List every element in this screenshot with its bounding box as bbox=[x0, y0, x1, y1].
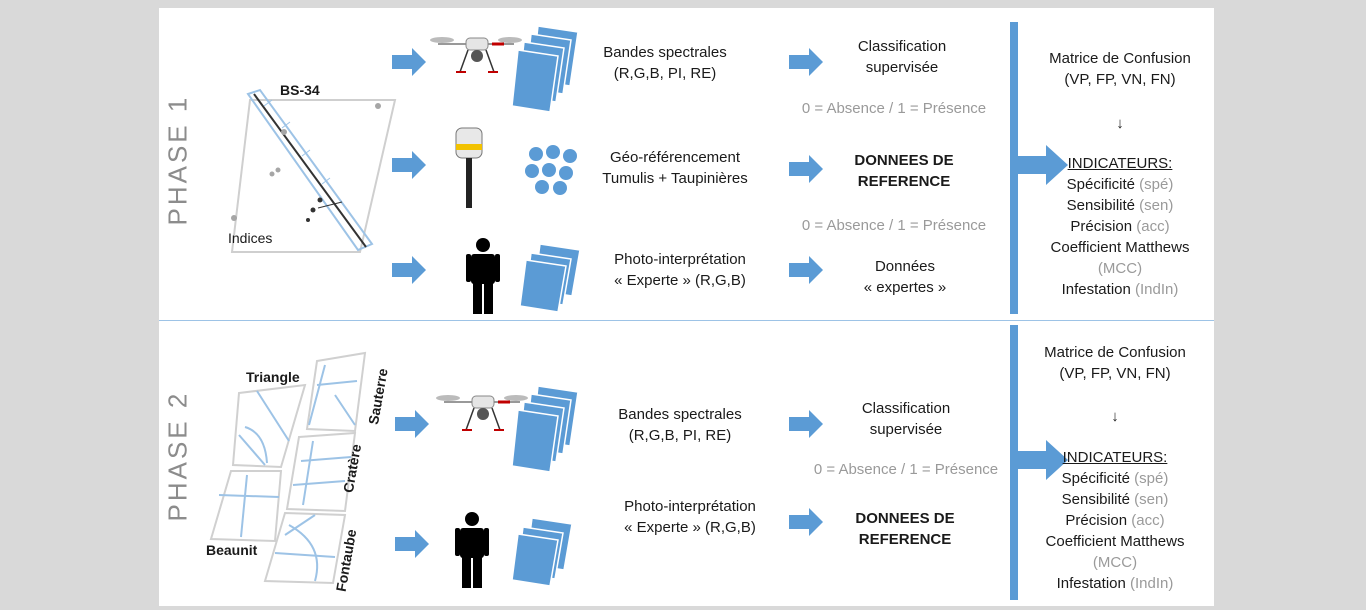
phase2-arrow-result1 bbox=[789, 410, 823, 438]
phase1-row3-source: Photo-interprétation « Experte » (R,G,B) bbox=[614, 251, 746, 289]
indicator-item: Coefficient Matthews bbox=[1045, 533, 1185, 550]
indicator-item: Sensibilité (sen) bbox=[1061, 491, 1169, 508]
phase1-coding-1: 0 = Absence / 1 = Présence bbox=[801, 100, 987, 117]
phase1-site-map bbox=[230, 88, 397, 253]
phase2-site-map bbox=[209, 351, 367, 585]
phase1-arrow-row2 bbox=[392, 151, 426, 179]
phase1-row3-result: Données « expertes » bbox=[863, 258, 947, 296]
site-beaunit: Beaunit bbox=[206, 542, 258, 558]
indicator-item: Précision (acc) bbox=[1070, 218, 1170, 235]
phase2-indicators: INDICATEURS: Spécificité (spé) Sensibili… bbox=[1046, 447, 1185, 594]
phase2-confusion-matrix: Matrice de Confusion (VP, FP, VN, FN) bbox=[1044, 344, 1186, 382]
indicators-title: INDICATEURS: bbox=[1067, 155, 1173, 172]
image-stack-icon bbox=[511, 25, 579, 113]
phase2-label: PHASE 2 bbox=[162, 390, 193, 522]
indicator-item: (MCC) bbox=[1092, 554, 1138, 571]
indicator-item: Infestation (IndIn) bbox=[1061, 281, 1179, 298]
indicator-item: Spécificité (spé) bbox=[1061, 470, 1169, 487]
phase2-row2-source: Photo-interprétation « Experte » (R,G,B) bbox=[624, 498, 756, 536]
phase2-row2-result: DONNEES DE REFERENCE bbox=[855, 510, 955, 548]
points-cluster-icon bbox=[525, 145, 577, 195]
arrow-down-icon: ↓ bbox=[1111, 408, 1119, 425]
drone-icon bbox=[436, 395, 528, 431]
phase1-row1-source: Bandes spectrales (R,G,B, PI, RE) bbox=[603, 44, 727, 82]
phase2-arrow-row2 bbox=[395, 530, 429, 558]
phase1-row2-source: Géo-référencement Tumulis + Taupinières bbox=[602, 149, 748, 187]
phase2-coding: 0 = Absence / 1 = Présence bbox=[813, 461, 999, 478]
phase1-label: PHASE 1 bbox=[162, 94, 193, 226]
phase2-arrow-indicators bbox=[1014, 440, 1068, 480]
phase-divider bbox=[159, 320, 1214, 321]
indicator-item: Spécificité (spé) bbox=[1066, 176, 1174, 193]
image-stack-icon bbox=[519, 243, 581, 313]
indicator-item: (MCC) bbox=[1097, 260, 1143, 277]
gps-receiver-icon bbox=[455, 127, 483, 208]
phase1-indices-label: Indices bbox=[228, 230, 273, 246]
phase2-row1-result: Classification supervisée bbox=[861, 400, 951, 438]
phase1-coding-2: 0 = Absence / 1 = Présence bbox=[801, 217, 987, 234]
indicator-item: Sensibilité (sen) bbox=[1066, 197, 1174, 214]
phase1-arrow-result2 bbox=[789, 155, 823, 183]
image-stack-icon bbox=[511, 517, 573, 587]
indicator-item: Précision (acc) bbox=[1065, 512, 1165, 529]
phase1-confusion-matrix: Matrice de Confusion (VP, FP, VN, FN) bbox=[1049, 50, 1191, 88]
indicator-item: Infestation (IndIn) bbox=[1056, 575, 1174, 592]
phase2-row1-source: Bandes spectrales (R,G,B, PI, RE) bbox=[618, 406, 742, 444]
person-icon bbox=[466, 238, 500, 314]
phase1-arrow-row3 bbox=[392, 256, 426, 284]
diagram-panel bbox=[159, 8, 1214, 606]
indicators-title: INDICATEURS: bbox=[1062, 449, 1168, 466]
person-icon bbox=[455, 512, 489, 588]
phase2-arrow-row1 bbox=[395, 410, 429, 438]
arrow-down-icon: ↓ bbox=[1116, 115, 1124, 132]
site-triangle: Triangle bbox=[246, 369, 300, 385]
image-stack-icon bbox=[511, 385, 579, 473]
phase1-arrow-result3 bbox=[789, 256, 823, 284]
phase1-arrow-result1 bbox=[789, 48, 823, 76]
phase1-site-name: BS-34 bbox=[280, 82, 320, 98]
indicator-item: Coefficient Matthews bbox=[1050, 239, 1190, 256]
phase2-arrow-result2 bbox=[789, 508, 823, 536]
phase1-arrow-indicators bbox=[1014, 145, 1068, 185]
drone-icon bbox=[430, 37, 522, 73]
phase1-row1-result: Classification supervisée bbox=[857, 38, 947, 76]
phase1-row2-result: DONNEES DE REFERENCE bbox=[854, 152, 954, 190]
phase1-arrow-row1 bbox=[392, 48, 426, 76]
phase1-indicators: INDICATEURS: Spécificité (spé) Sensibili… bbox=[1051, 153, 1190, 300]
